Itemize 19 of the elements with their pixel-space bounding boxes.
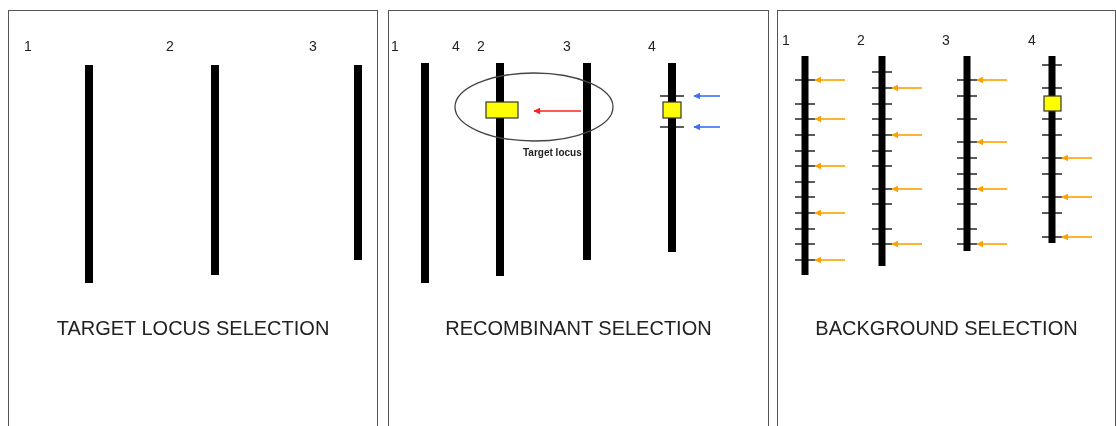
chromosome-number: 3 <box>942 32 950 48</box>
chromosome-number: 1 <box>24 38 32 54</box>
panel <box>777 10 1116 426</box>
panel-title: TARGET LOCUS SELECTION <box>55 317 331 340</box>
panel <box>388 10 769 426</box>
chromosome-number: 1 <box>391 38 399 54</box>
panel-title: RECOMBINANT SELECTION <box>444 317 713 340</box>
chromosome-number: 3 <box>563 38 571 54</box>
chromosome-number: 3 <box>309 38 317 54</box>
panel <box>8 10 378 426</box>
callout-text: Target locus <box>523 147 582 158</box>
panel-title: BACKGROUND SELECTION <box>814 317 1079 340</box>
chromosome-number: 4 <box>1028 32 1036 48</box>
chromosome-number: 2 <box>857 32 865 48</box>
chromosome-number: 2 <box>477 38 485 54</box>
chromosome-number: 4 <box>452 38 460 54</box>
chromosome-number: 2 <box>166 38 174 54</box>
chromosome-number: 4 <box>648 38 656 54</box>
chromosome-number: 1 <box>782 32 790 48</box>
